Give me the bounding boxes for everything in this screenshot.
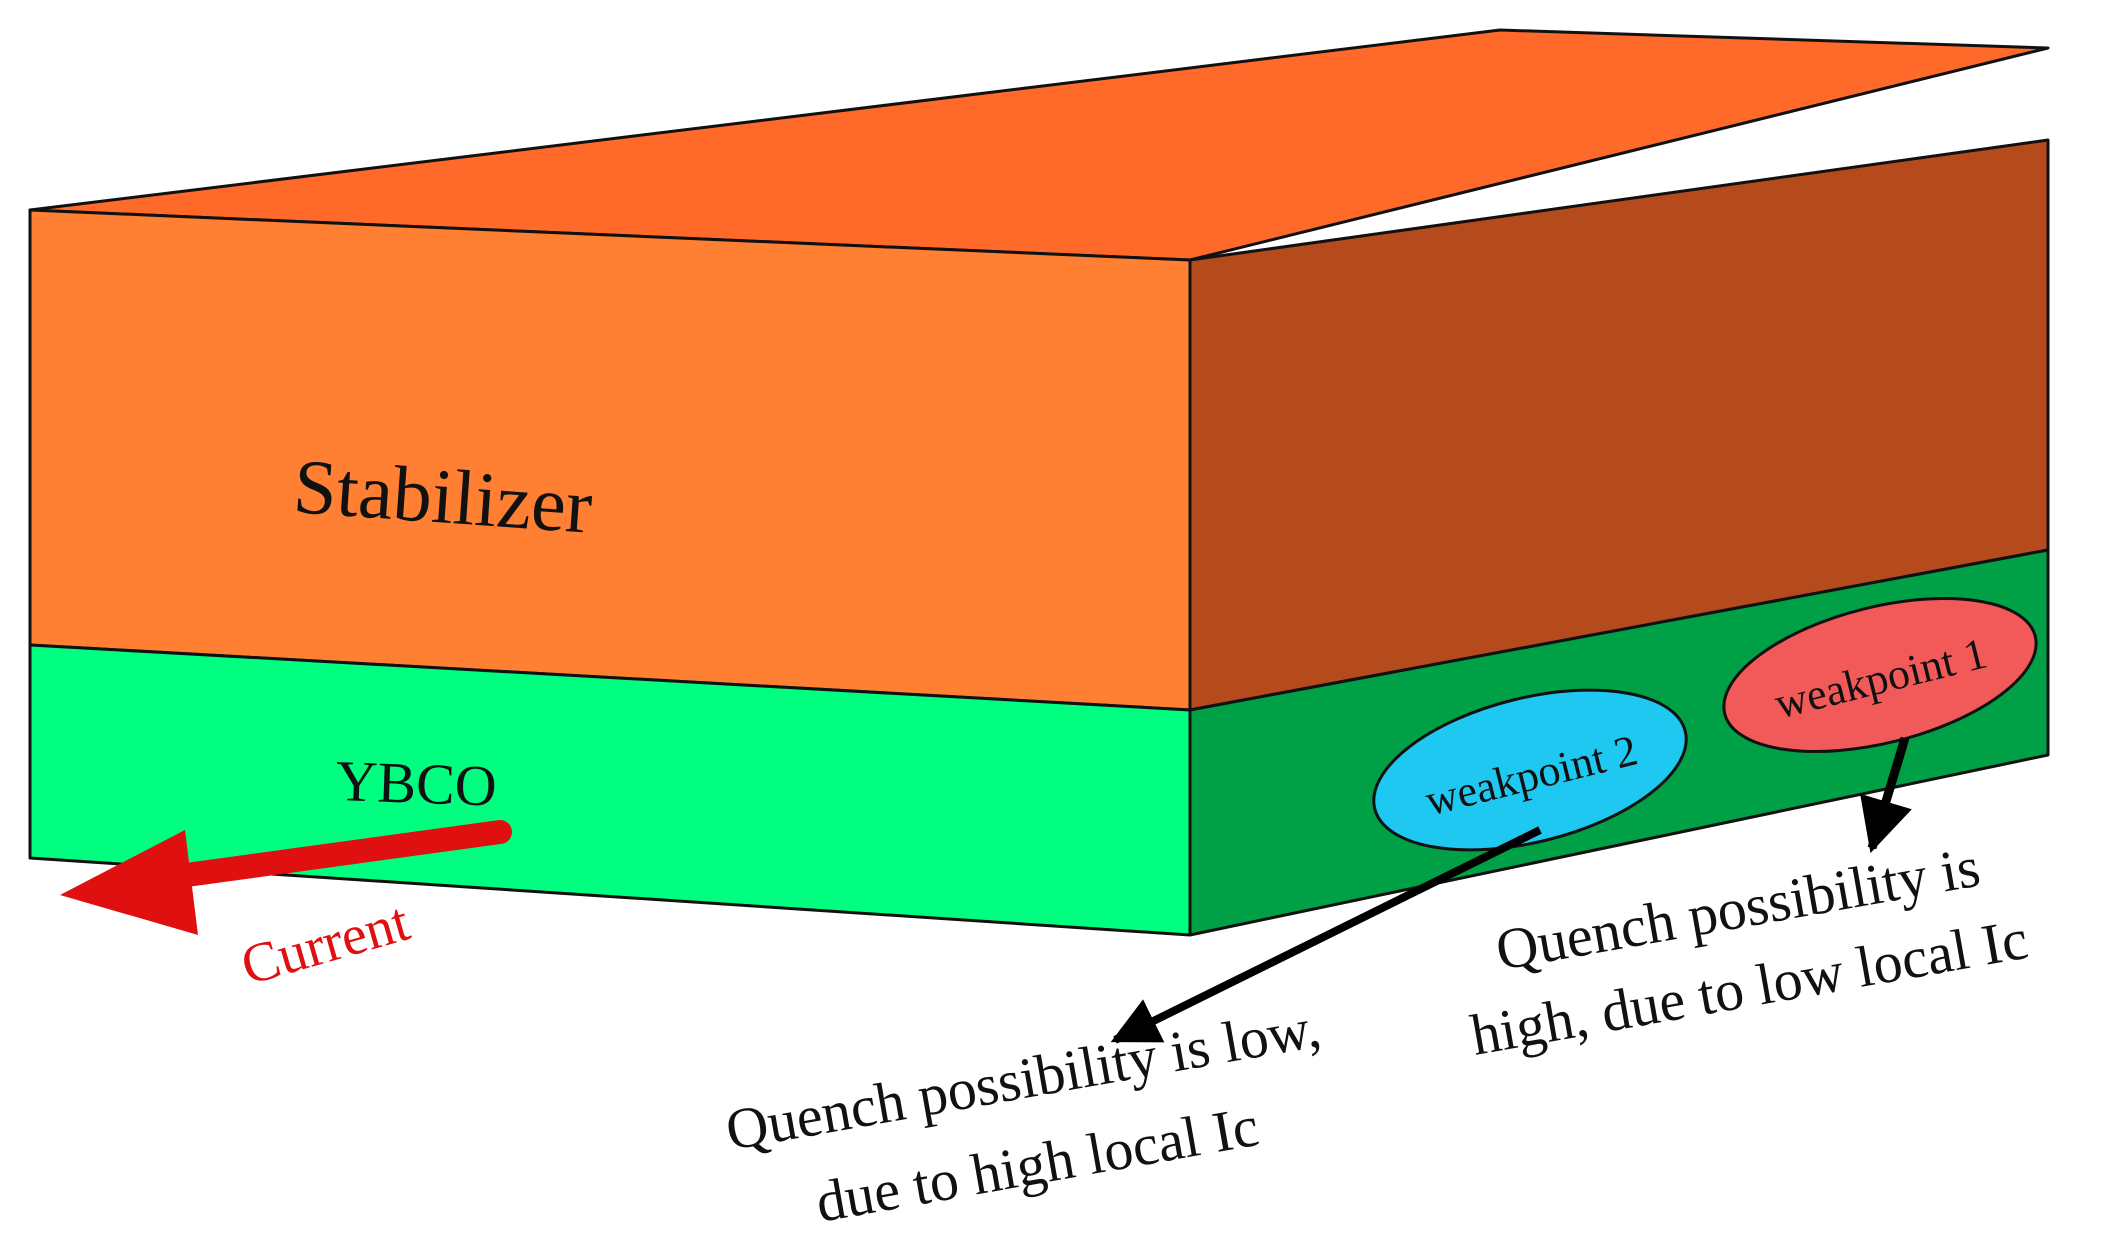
stabilizer-label: Stabilizer <box>291 442 595 550</box>
arrow-left-icon <box>60 820 512 935</box>
arrow-down-icon <box>1860 736 1912 854</box>
arrow-down-icon <box>1110 826 1542 1044</box>
weakpoint-1-marker: weakpoint 1 <box>1722 597 2038 753</box>
stabilizer-front-face <box>28 208 1192 712</box>
ybco-label: YBCO <box>335 748 498 819</box>
current-label: Current <box>234 891 416 998</box>
weakpoint-2-marker: weakpoint 2 <box>1372 688 1688 852</box>
